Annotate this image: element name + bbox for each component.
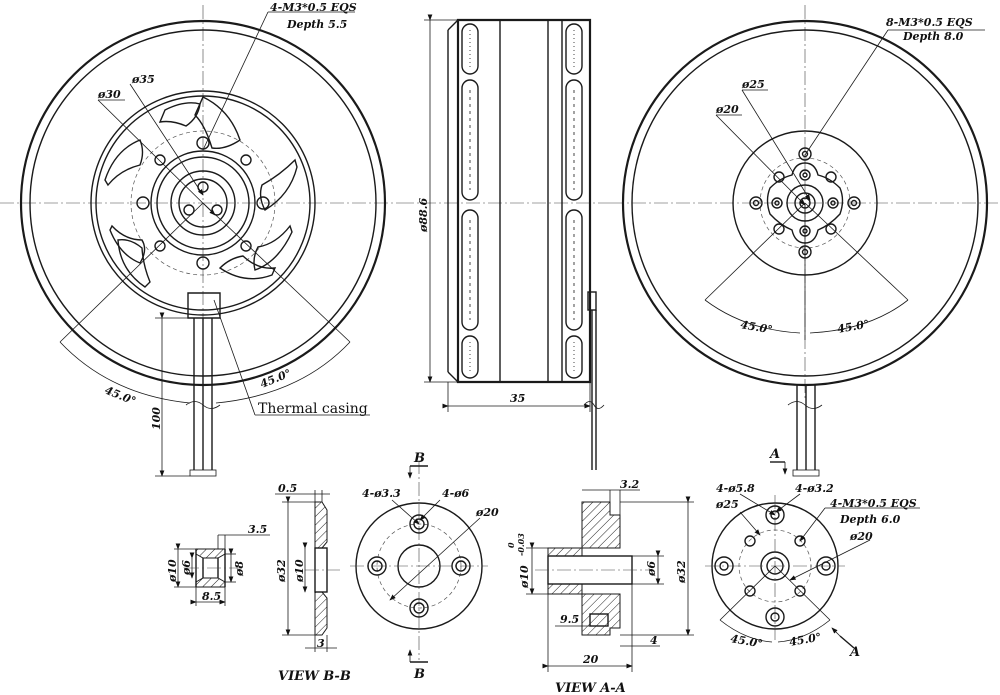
dim-aa-top: 3.2 [620,478,639,491]
dim-d20-right: ø20 [715,103,739,116]
dim-lead-length: 100 [150,407,163,430]
callout-depth-right: Depth 8.0 [902,30,964,43]
dim-side-width: 35 [510,392,525,405]
dim-side-diameter: ø88.6 [417,198,430,233]
cut-a-top: A [768,447,780,462]
angle-left-a: 45.0° [729,632,763,650]
front-view-left: 4-M3*0.5 EQS Depth 5.5 ø35 ø30 45.0° 45.… [0,1,400,477]
dim-aa-shaft: ø10 [518,565,531,589]
flange-a-view: A A 4-ø5.8 4-ø3.2 4-M3*0.5 EQS Depth 6.0… [705,447,920,660]
dim-d30: ø30 [97,88,121,101]
flange-b-view: B B 4-ø3.3 4-ø6 ø20 [350,451,499,682]
dim-bb-thickness-top: 0.5 [278,482,297,495]
dim-aa-step: 9.5 [560,613,579,626]
cut-b-bottom: B [413,667,425,682]
sleeve-section: ø10 ø6 ø8 3.5 8.5 [166,523,270,606]
dim-aa-outer: ø32 [675,560,688,584]
section-bb: 0.5 ø32 ø10 3 VIEW B-B [275,482,351,684]
dim-bb-inner: ø10 [293,559,306,583]
depth-a: Depth 6.0 [839,513,901,526]
dim-sleeve-length: 8.5 [202,590,221,603]
dim-bb-thickness-bottom: 3 [317,637,325,650]
side-view: ø88.6 35 [400,14,610,470]
callout-thread-right: 8-M3*0.5 EQS [886,16,973,29]
cut-b-top: B [413,451,425,466]
dim-aa-bottom-right: 4 [650,634,658,647]
holes-large-b: 4-ø6 [442,487,470,500]
thread-a: 4-M3*0.5 EQS [830,497,917,510]
cut-a-bottom: A [848,645,860,660]
view-aa-title: VIEW A-A [555,681,626,695]
dim-aa-bore: ø6 [645,561,658,577]
angle-left-1: 45.0° [103,384,138,408]
dim-sleeve-id: ø6 [180,560,193,576]
pcd-b: ø20 [475,506,499,519]
dim-aa-shaft-tol: 0 [506,542,516,548]
dim-sleeve-od: ø10 [166,559,179,583]
angle-right-a: 45.0° [788,631,822,649]
callout-depth-left: Depth 5.5 [286,18,347,31]
view-bb-title: VIEW B-B [278,669,351,684]
section-aa: 3.2 ø10 0 -0.03 ø6 ø32 9.5 4 20 VIEW A-A [506,478,694,695]
thermal-casing-note: Thermal casing [258,401,368,417]
dim-bb-outer: ø32 [275,559,288,583]
dim-d25-right: ø25 [741,78,765,91]
holes-large-a: 4-ø5.8 [716,482,755,495]
dim-aa-length: 20 [582,653,599,666]
dim-d25-a: ø25 [715,498,739,511]
dim-sleeve-flange: 3.5 [248,523,267,536]
dim-aa-shaft-tol-lower: -0.03 [516,533,526,556]
angle-right-2: 45.0° [836,318,870,336]
angle-left-2: 45.0° [739,318,773,336]
holes-small-b: 4-ø3.3 [362,487,401,500]
dim-d20-a: ø20 [849,530,873,543]
dim-sleeve-bore: ø8 [233,561,246,577]
holes-small-a: 4-ø3.2 [795,482,834,495]
front-view-right: 8-M3*0.5 EQS Depth 8.0 ø25 ø20 45.0° 45.… [610,5,1000,477]
callout-thread-left: 4-M3*0.5 EQS [270,1,357,14]
dim-d35: ø35 [131,73,155,86]
